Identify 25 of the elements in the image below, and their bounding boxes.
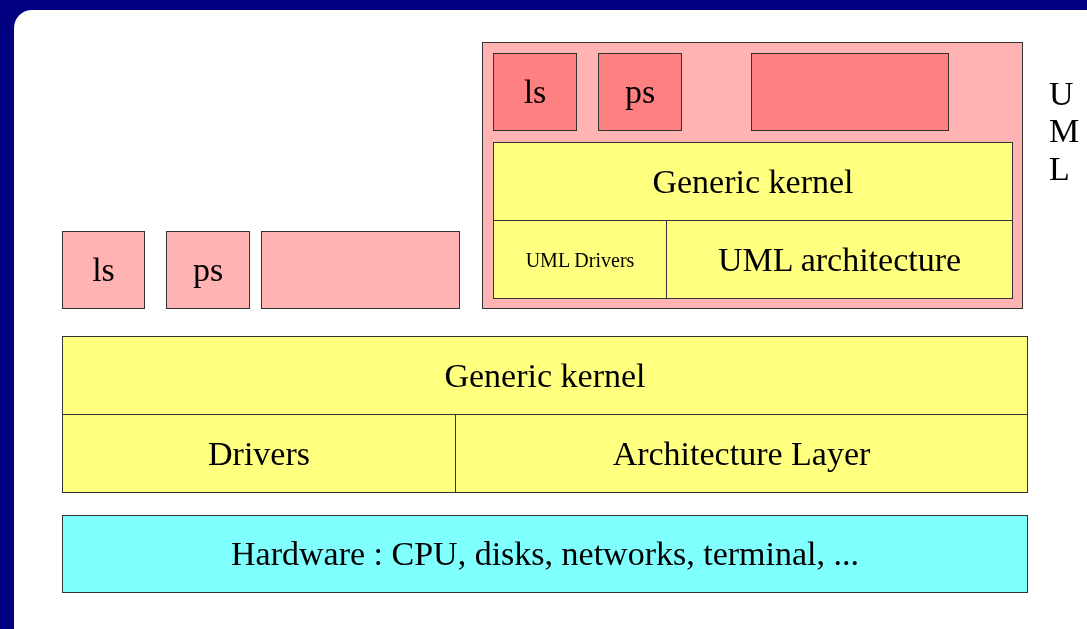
box-label: Hardware : CPU, disks, networks, terminal, ... [231, 535, 859, 573]
architecture-box [666, 220, 1013, 299]
kernel-box [493, 142, 1013, 221]
program-box [62, 231, 145, 309]
driver-box [62, 414, 456, 493]
driver-box [493, 220, 667, 299]
program-box [751, 53, 949, 131]
program-box [493, 53, 577, 131]
box-label: Generic kernel [652, 162, 854, 201]
box-label: UML architecture [717, 240, 962, 279]
box-label: ps [192, 251, 224, 289]
program-box [598, 53, 682, 131]
box-label: ls [92, 251, 115, 289]
box-label: Drivers [208, 434, 310, 473]
program-box [166, 231, 250, 309]
kernel-box [62, 336, 1028, 415]
box-label: Architecture Layer [612, 434, 871, 473]
box-label: ls [523, 73, 547, 111]
box-label: ps [624, 73, 656, 111]
hardware-box [62, 515, 1028, 593]
box-label: UML Drivers [525, 248, 635, 271]
program-box [261, 231, 460, 309]
architecture-box [455, 414, 1028, 493]
side-label: U M L [1049, 75, 1079, 188]
box-label: Generic kernel [444, 356, 646, 395]
